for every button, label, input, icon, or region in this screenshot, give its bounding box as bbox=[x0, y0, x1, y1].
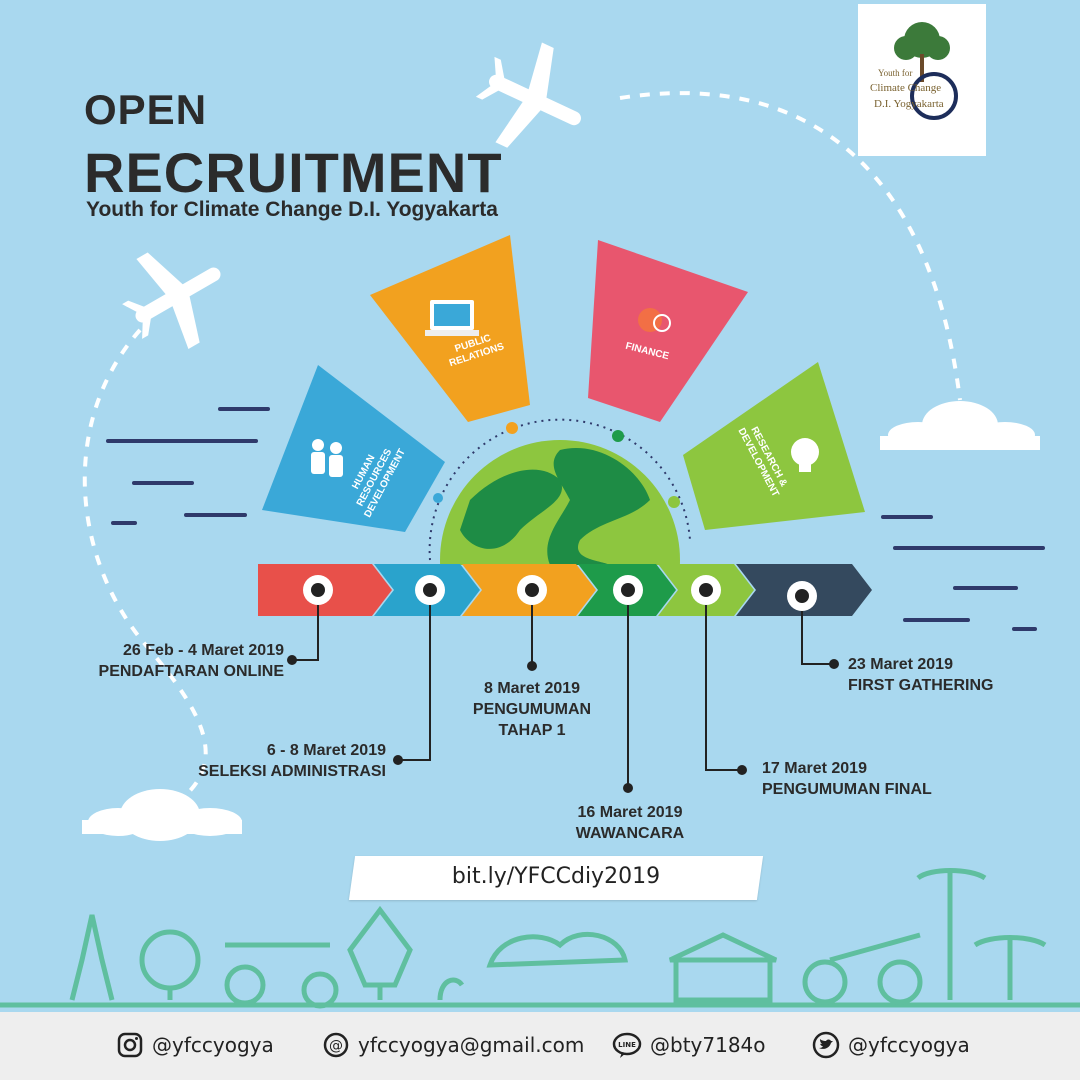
division-hrd bbox=[262, 365, 445, 532]
division-rnd bbox=[683, 362, 865, 530]
svg-text:LINE: LINE bbox=[618, 1041, 636, 1049]
timeline-date: 6 - 8 Maret 2019 bbox=[266, 742, 386, 759]
globe-icon bbox=[440, 440, 680, 565]
timeline-date: 26 Feb - 4 Maret 2019 bbox=[123, 642, 284, 659]
timeline-date: 17 Maret 2019 bbox=[762, 760, 867, 777]
footer-instagram[interactable]: @yfccyogya bbox=[116, 1030, 274, 1060]
footer-email[interactable]: @ yfccyogya@gmail.com bbox=[322, 1030, 584, 1060]
timeline-date: 8 Maret 2019 bbox=[483, 680, 581, 697]
timeline-item-5: 17 Maret 2019 PENGUMUMAN FINAL bbox=[762, 758, 962, 800]
timeline-event: PENGUMUMAN FINAL bbox=[762, 781, 932, 798]
twitter-icon bbox=[812, 1031, 840, 1059]
timeline-date: 23 Maret 2019 bbox=[848, 656, 953, 673]
cloud-icon bbox=[82, 401, 1040, 841]
logo-text-bottom: D.I. Yogyakarta bbox=[874, 98, 944, 110]
timeline-item-2: 6 - 8 Maret 2019 SELEKSI ADMINISTRASI bbox=[180, 740, 386, 782]
line-app-icon: LINE bbox=[612, 1032, 642, 1058]
title-recruitment: RECRUITMENT bbox=[84, 141, 503, 204]
logo-text-top: Youth for bbox=[878, 68, 913, 78]
subtitle: Youth for Climate Change D.I. Yogyakarta bbox=[86, 198, 498, 221]
city-skyline bbox=[0, 868, 1080, 1009]
division-finance bbox=[588, 240, 748, 422]
logo-text-mid: Climate Change bbox=[870, 82, 942, 94]
line-id: @bty7184o bbox=[650, 1033, 766, 1057]
title-open: OPEN bbox=[84, 86, 208, 133]
email-address: yfccyogya@gmail.com bbox=[358, 1033, 585, 1057]
lightbulb-icon bbox=[791, 438, 819, 472]
footer-twitter[interactable]: @yfccyogya bbox=[812, 1030, 970, 1060]
timeline-event-line2: TAHAP 1 bbox=[498, 722, 566, 739]
timeline-bar bbox=[258, 564, 872, 616]
timeline-item-3: 8 Maret 2019 PENGUMUMAN TAHAP 1 bbox=[452, 678, 612, 741]
footer bbox=[0, 1012, 1080, 1080]
at-sign-icon: @ bbox=[323, 1032, 349, 1058]
timeline-item-4: 16 Maret 2019 WAWANCARA bbox=[556, 802, 704, 844]
twitter-handle: @yfccyogya bbox=[848, 1033, 970, 1057]
svg-text:@: @ bbox=[329, 1038, 343, 1054]
footer-line[interactable]: LINE @bty7184o bbox=[612, 1030, 766, 1060]
timeline-event: WAWANCARA bbox=[575, 825, 685, 842]
laptop-icon bbox=[425, 300, 479, 336]
timeline-event: FIRST GATHERING bbox=[848, 677, 994, 694]
timeline-item-6: 23 Maret 2019 FIRST GATHERING bbox=[848, 654, 1028, 696]
coin-icon bbox=[638, 308, 671, 332]
timeline-event: PENDAFTARAN ONLINE bbox=[98, 663, 284, 680]
timeline-event: SELEKSI ADMINISTRASI bbox=[198, 763, 386, 780]
timeline-item-1: 26 Feb - 4 Maret 2019 PENDAFTARAN ONLINE bbox=[84, 640, 284, 682]
instagram-handle: @yfccyogya bbox=[152, 1033, 274, 1057]
people-icon bbox=[311, 439, 343, 477]
timeline-event-line1: PENGUMUMAN bbox=[472, 701, 592, 718]
instagram-icon bbox=[117, 1032, 143, 1058]
timeline-date: 16 Maret 2019 bbox=[577, 804, 683, 821]
yfcc-logo: Youth for Climate Change D.I. Yogyakarta bbox=[858, 4, 986, 156]
registration-link[interactable]: bit.ly/YFCCdiy2019 bbox=[451, 864, 661, 889]
tree-globe-icon bbox=[894, 22, 958, 120]
